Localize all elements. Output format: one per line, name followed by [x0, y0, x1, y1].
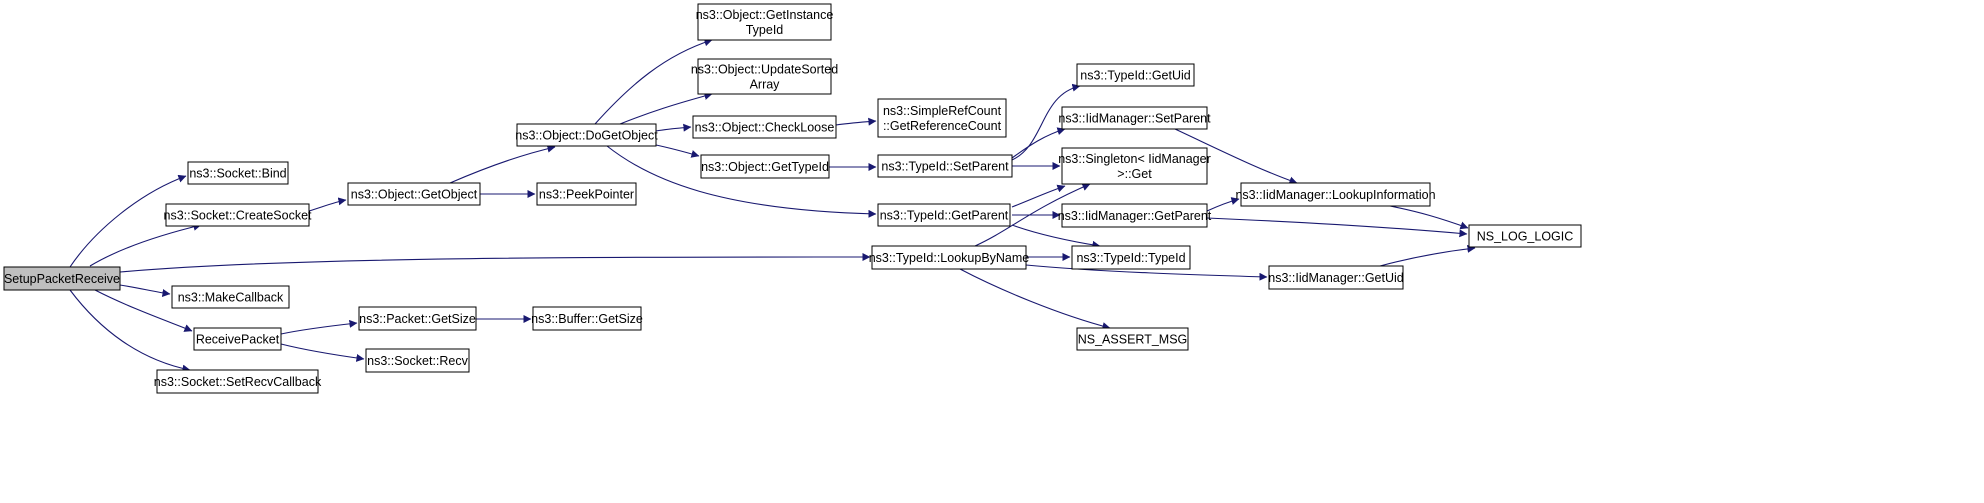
- node-label: ns3::Object::DoGetObject: [515, 129, 658, 143]
- node-label: ns3::TypeId::LookupByName: [869, 251, 1030, 265]
- node-label: SetupPacketReceive: [4, 272, 120, 286]
- node-iid-manager-get-uid[interactable]: ns3::IidManager::GetUid: [1268, 265, 1404, 290]
- edge-get-parent-to-singleton-get: [1011, 184, 1066, 208]
- edge-setup-to-create-socket: [89, 222, 202, 267]
- node-type-id-set-parent[interactable]: ns3::TypeId::SetParent: [877, 154, 1013, 178]
- node-socket-set-recv-callback[interactable]: ns3::Socket::SetRecvCallback: [154, 369, 322, 394]
- node-label: >::Get: [1117, 167, 1152, 181]
- node-label: ns3::IidManager::GetUid: [1268, 271, 1404, 285]
- edge-setup-to-lookup-by-name: [119, 252, 871, 273]
- node-peek-pointer[interactable]: ns3::PeekPointer: [536, 182, 637, 206]
- node-type-id-get-uid[interactable]: ns3::TypeId::GetUid: [1076, 63, 1195, 87]
- edge-do-get-object-to-get-parent: [606, 145, 877, 218]
- edge-setup-to-make-callback: [119, 284, 171, 297]
- node-label: ns3::TypeId::SetParent: [881, 160, 1009, 174]
- node-label: ns3::MakeCallback: [178, 291, 284, 305]
- edge-lookup-by-name-to-singleton-get: [974, 183, 1091, 247]
- node-label: NS_ASSERT_MSG: [1078, 333, 1188, 347]
- node-label: Array: [750, 78, 781, 92]
- node-label: ns3::Socket::CreateSocket: [164, 209, 313, 223]
- edge-do-get-object-to-get-type-id: [655, 144, 700, 158]
- edge-lookup-by-name-to-ns-assert-msg: [959, 268, 1111, 330]
- edge-setup-to-set-recv-callback: [69, 289, 191, 373]
- node-label: ::GetReferenceCount: [883, 119, 1002, 133]
- edge-receive-packet-to-socket-recv: [280, 343, 365, 362]
- edge-do-get-object-to-update-sorted-array: [619, 92, 713, 125]
- node-iid-manager-lookup-information[interactable]: ns3::IidManager::LookupInformation: [1235, 182, 1436, 207]
- node-ns-assert-msg[interactable]: NS_ASSERT_MSG: [1076, 327, 1189, 351]
- edge-lookup-information-to-ns-log-logic: [1389, 205, 1469, 230]
- node-buffer-get-size[interactable]: ns3::Buffer::GetSize: [531, 306, 643, 331]
- node-label: ns3::Socket::Bind: [189, 167, 286, 181]
- node-setup-packet-receive[interactable]: SetupPacketReceive: [3, 266, 121, 291]
- node-simple-ref-count-get-reference-count[interactable]: ns3::SimpleRefCount::GetReferenceCount: [877, 98, 1007, 138]
- node-type-id-get-parent[interactable]: ns3::TypeId::GetParent: [877, 203, 1011, 227]
- edge-receive-packet-to-packet-get-size: [280, 319, 358, 335]
- edge-setup-to-socket-bind: [69, 174, 187, 268]
- node-singleton-iid-manager-get[interactable]: ns3::Singleton< IidManager >::Get: [1058, 147, 1211, 185]
- node-label: ns3::Socket::SetRecvCallback: [154, 375, 322, 389]
- edge-setup-to-receive-packet: [94, 289, 193, 332]
- node-object-get-object[interactable]: ns3::Object::GetObject: [347, 182, 481, 206]
- node-label: NS_LOG_LOGIC: [1477, 230, 1574, 244]
- node-label: ns3::Object::UpdateSorted: [691, 63, 838, 77]
- edge-iid-get-parent-to-lookup-information: [1206, 197, 1240, 212]
- edge-create-socket-to-get-object: [308, 197, 347, 212]
- edge-set-parent-to-iid-set-parent: [1011, 127, 1066, 159]
- node-object-get-type-id[interactable]: ns3::Object::GetTypeId: [700, 154, 830, 179]
- node-label: ns3::PeekPointer: [539, 188, 634, 202]
- edges: [69, 38, 1476, 373]
- node-socket-bind[interactable]: ns3::Socket::Bind: [187, 161, 289, 185]
- node-packet-get-size[interactable]: ns3::Packet::GetSize: [358, 306, 477, 331]
- node-label: ns3::Object::GetInstance: [696, 8, 834, 22]
- node-iid-manager-set-parent[interactable]: ns3::IidManager::SetParent: [1058, 106, 1211, 130]
- node-label: ns3::Packet::GetSize: [359, 312, 476, 326]
- node-socket-create-socket[interactable]: ns3::Socket::CreateSocket: [164, 203, 313, 227]
- node-label: ns3::Buffer::GetSize: [531, 312, 643, 326]
- node-receive-packet[interactable]: ReceivePacket: [193, 327, 282, 351]
- edge-get-object-to-do-get-object: [449, 144, 556, 184]
- node-label: ns3::Socket::Recv: [367, 354, 468, 368]
- node-label: ns3::TypeId::GetParent: [880, 209, 1009, 223]
- edge-iid-get-parent-to-ns-log-logic: [1206, 217, 1468, 238]
- node-type-id-type-id[interactable]: ns3::TypeId::TypeId: [1071, 245, 1191, 270]
- node-label: ns3::IidManager::SetParent: [1058, 112, 1211, 126]
- edge-lookup-by-name-to-iid-get-uid: [1025, 264, 1268, 281]
- node-object-check-loose[interactable]: ns3::Object::CheckLoose: [692, 115, 837, 139]
- node-type-id-lookup-by-name[interactable]: ns3::TypeId::LookupByName: [869, 245, 1030, 270]
- edge-iid-set-parent-to-lookup-information: [1174, 128, 1298, 185]
- node-label: ns3::Object::GetTypeId: [701, 160, 829, 174]
- node-iid-manager-get-parent[interactable]: ns3::IidManager::GetParent: [1058, 203, 1212, 228]
- edge-set-parent-to-get-uid: [1011, 83, 1081, 161]
- nodes: SetupPacketReceivens3::Socket::Bindns3::…: [3, 3, 1582, 394]
- node-label: ns3::TypeId::TypeId: [1076, 251, 1185, 265]
- node-object-do-get-object[interactable]: ns3::Object::DoGetObject: [515, 123, 658, 147]
- node-label: ns3::SimpleRefCount: [883, 104, 1002, 118]
- node-make-callback[interactable]: ns3::MakeCallback: [171, 285, 290, 309]
- node-label: ns3::Object::GetObject: [351, 188, 478, 202]
- node-ns-log-logic[interactable]: NS_LOG_LOGIC: [1468, 224, 1582, 248]
- node-label: ns3::IidManager::GetParent: [1058, 209, 1212, 223]
- edge-iid-get-uid-to-ns-log-logic: [1379, 244, 1476, 267]
- node-label: ns3::Singleton< IidManager: [1058, 152, 1211, 166]
- edge-do-get-object-to-check-loose: [655, 123, 692, 132]
- node-socket-recv[interactable]: ns3::Socket::Recv: [365, 348, 470, 373]
- node-label: TypeId: [746, 23, 784, 37]
- node-label: ns3::IidManager::LookupInformation: [1235, 188, 1435, 202]
- edge-get-parent-to-type-id-ctor: [1011, 224, 1101, 249]
- edge-check-loose-to-reference-count: [835, 117, 877, 126]
- edge-do-get-object-to-get-instance-type-id: [594, 38, 713, 125]
- node-label: ReceivePacket: [196, 333, 280, 347]
- node-label: ns3::TypeId::GetUid: [1080, 69, 1191, 83]
- node-label: ns3::Object::CheckLoose: [695, 121, 835, 135]
